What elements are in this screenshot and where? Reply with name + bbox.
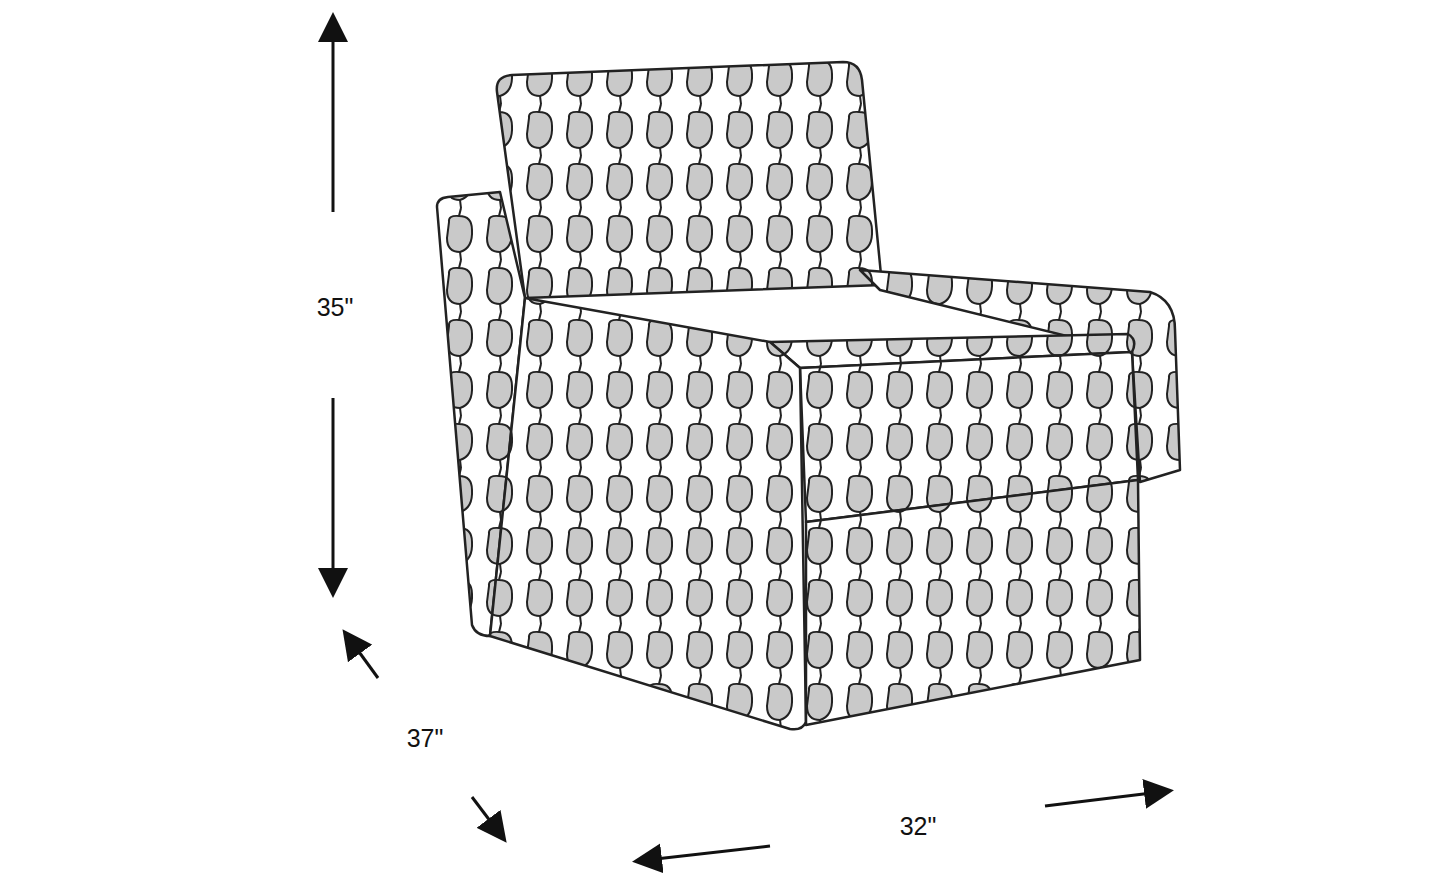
- dimension-label: 32": [896, 811, 941, 842]
- height-arrow-up: [332, 18, 335, 212]
- chair-body: [437, 62, 1180, 729]
- height-arrow-down: [332, 398, 335, 592]
- dimension-label: 35": [313, 292, 358, 323]
- chair-back: [497, 62, 882, 298]
- left-arm-front: [490, 298, 806, 729]
- dimension-arrows: [333, 18, 1168, 861]
- depth-arrow-front: [472, 797, 503, 838]
- width-arrow-right: [1045, 791, 1168, 806]
- depth-arrow-back: [346, 634, 378, 678]
- dimension-label: 37": [403, 723, 448, 754]
- chair-base: [806, 480, 1140, 725]
- width-arrow-left: [638, 846, 770, 861]
